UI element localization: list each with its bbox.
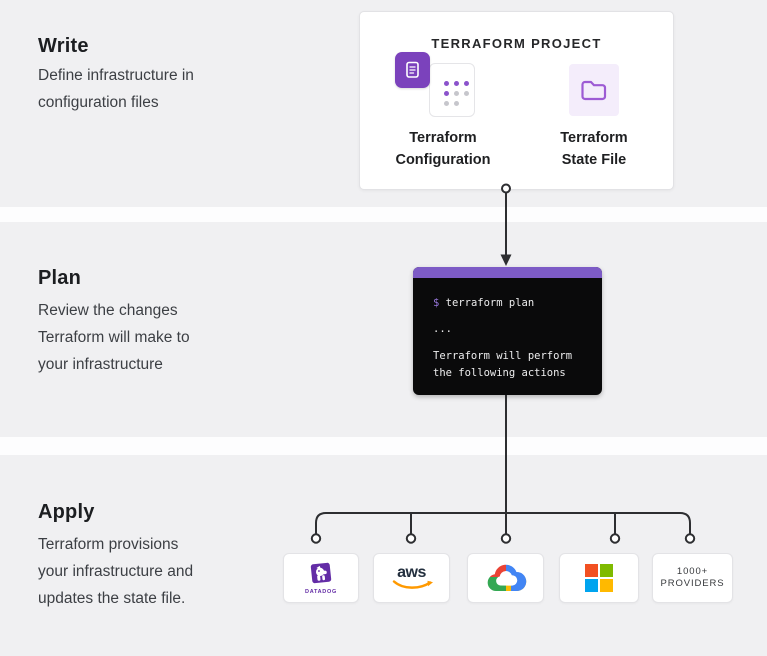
folder-icon — [581, 80, 607, 101]
provider-card-microsoft — [559, 553, 639, 603]
plan-description: Review the changes Terraform will make t… — [38, 297, 190, 378]
terraform-state-file-icon — [569, 64, 619, 116]
write-description-line: Define infrastructure in — [38, 67, 194, 84]
write-description-line: configuration files — [38, 94, 159, 111]
terraform-configuration-label: Terraform Configuration — [395, 130, 491, 168]
plan-description-line: Terraform will make to — [38, 329, 190, 346]
apply-description-line: your infrastructure and — [38, 563, 194, 580]
terminal-output-line: Terraform will perform — [433, 350, 573, 362]
write-heading: Write — [38, 35, 89, 57]
provider-card-more-providers: 1000+ PROVIDERS — [652, 553, 733, 603]
more-providers-label: 1000+ PROVIDERS — [660, 565, 725, 590]
terminal-title-bar — [413, 267, 602, 278]
provider-card-google-cloud — [467, 553, 544, 603]
dots-grid-icon — [444, 81, 469, 106]
apply-description: Terraform provisions your infrastructure… — [38, 531, 193, 612]
terraform-state-file-label: Terraform State File — [560, 130, 628, 168]
project-card-title: TERRAFORM PROJECT — [431, 36, 602, 51]
aws-smile-icon — [392, 579, 433, 589]
terraform-configuration-icon — [395, 52, 430, 88]
plan-heading: Plan — [38, 267, 82, 289]
aws-logo-text: aws — [397, 563, 426, 581]
apply-description-line: Terraform provisions — [38, 536, 179, 553]
datadog-label: DATADOG — [305, 588, 337, 595]
terminal-output-line: the following actions — [433, 367, 566, 379]
terminal-command: terraform plan — [445, 297, 535, 309]
plan-description-line: your infrastructure — [38, 356, 163, 373]
microsoft-logo-icon — [585, 564, 613, 592]
terraform-plan-terminal: $ terraform plan ... Terraform will perf… — [413, 267, 602, 395]
configuration-dots-tile — [429, 63, 475, 117]
terminal-ellipsis: ... — [433, 323, 452, 335]
plan-description-line: Review the changes — [38, 302, 178, 319]
terminal-output: $ terraform plan ... Terraform will perf… — [413, 278, 602, 382]
plan-section-band — [0, 222, 767, 437]
provider-card-aws: aws — [373, 553, 450, 603]
apply-heading: Apply — [38, 501, 95, 523]
terminal-prompt: $ — [433, 297, 440, 309]
google-cloud-logo-icon — [487, 564, 526, 591]
apply-description-line: updates the state file. — [38, 590, 186, 607]
terraform-project-card: TERRAFORM PROJECT Terraform Configura — [359, 11, 674, 190]
provider-card-datadog: DATADOG — [283, 553, 359, 603]
document-icon — [406, 61, 419, 78]
terminal-command-line: $ terraform plan — [433, 295, 594, 312]
datadog-logo-icon — [310, 562, 332, 583]
write-description: Define infrastructure in configuration f… — [38, 62, 194, 116]
